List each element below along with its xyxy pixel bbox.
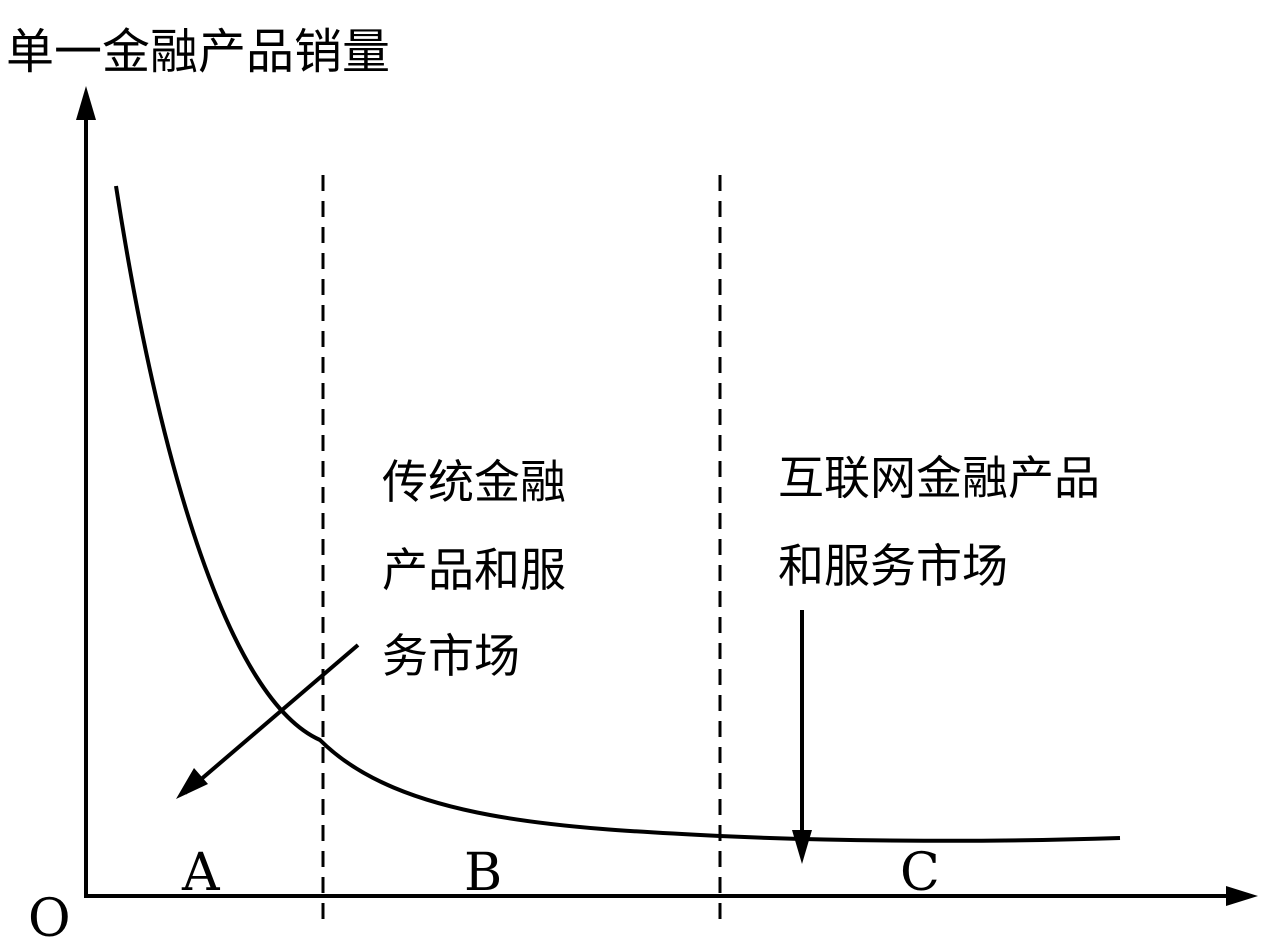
- long-tail-curve: [114, 185, 1121, 843]
- y-axis-label: 单一金融产品销量: [6, 24, 390, 80]
- traditional-arrowhead-icon: [176, 768, 208, 799]
- region-b-label: B: [464, 843, 502, 903]
- traditional-market-label-line-3: 务市场: [382, 629, 520, 683]
- origin-label: O: [28, 889, 71, 948]
- x-axis-arrowhead-icon: [1226, 886, 1258, 906]
- traditional-market-label-line-1: 传统金融: [382, 455, 566, 509]
- internet-market-label-line-2: 和服务市场: [778, 539, 1008, 593]
- internet-market-label-line-1: 互联网金融产品: [778, 451, 1100, 505]
- internet-arrowhead-icon: [792, 830, 812, 864]
- region-c-label: C: [900, 843, 940, 903]
- y-axis-arrowhead-icon: [76, 86, 96, 120]
- traditional-market-arrow: [183, 643, 360, 795]
- region-a-label: A: [181, 843, 221, 903]
- traditional-market-label-line-2: 产品和服: [382, 543, 566, 597]
